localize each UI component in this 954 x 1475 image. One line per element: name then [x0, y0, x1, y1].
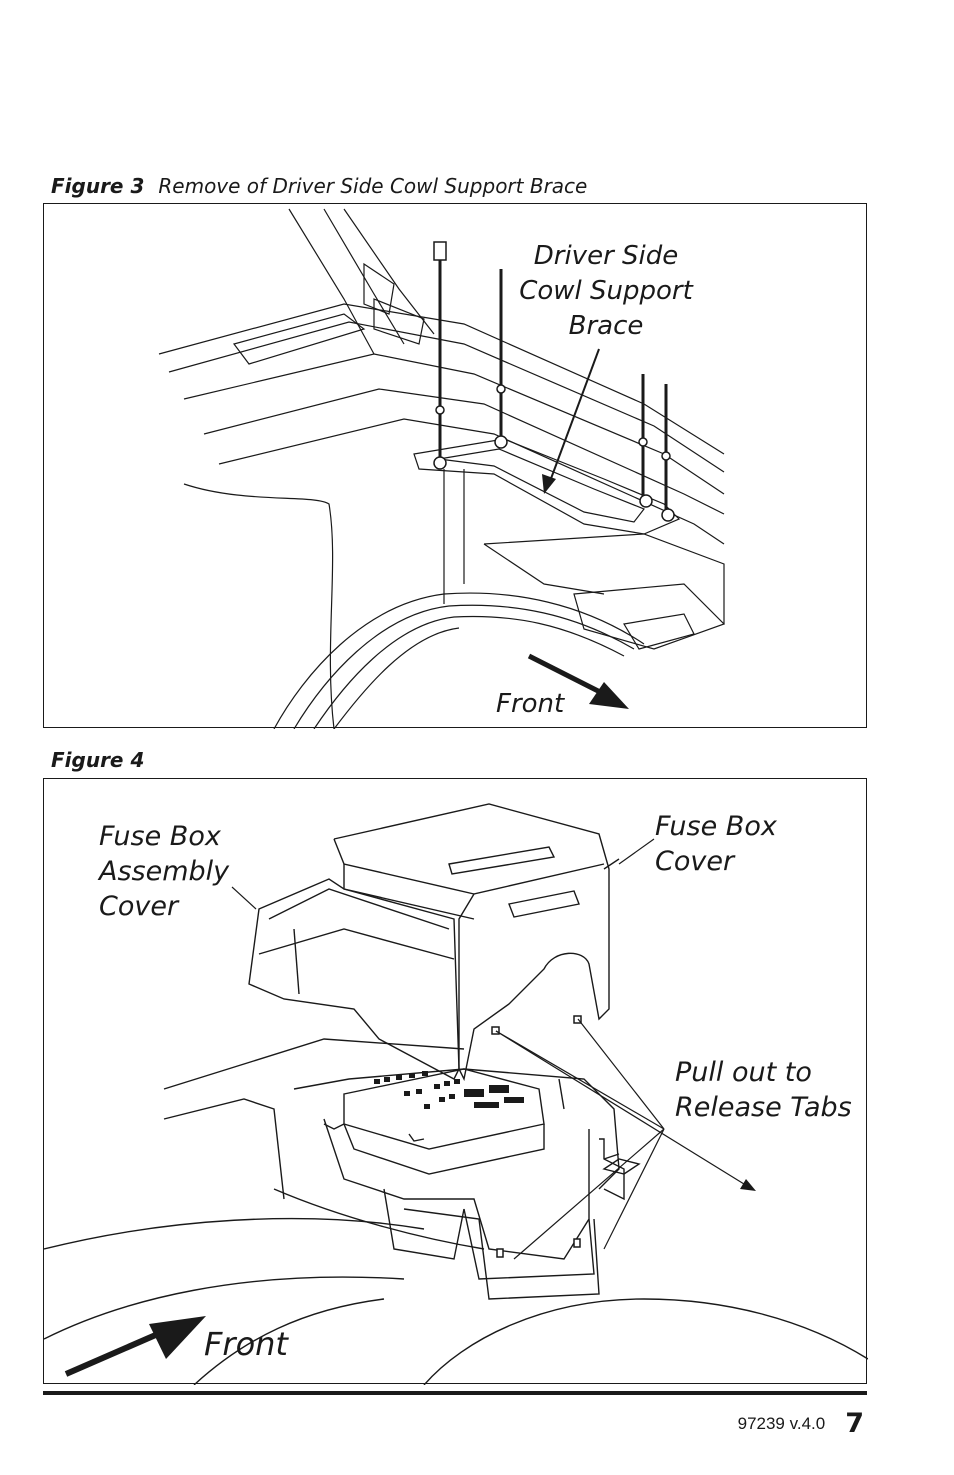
fuse-box-drawing: Fuse Box Assembly Cover Fuse Box Cover P…	[44, 803, 868, 1385]
front-label-fig3: Front	[496, 689, 565, 719]
fuse-box-cover-label-line2: Cover	[655, 846, 736, 877]
figure-3-caption: Figure 3 Remove of Driver Side Cowl Suppo…	[51, 174, 587, 198]
figure-3-title: Remove of Driver Side Cowl Support Brace	[158, 174, 588, 198]
footer-rule	[43, 1391, 867, 1395]
fuse-box-cover-label-line1: Fuse Box	[655, 811, 778, 842]
release-tabs-label-line1: Pull out to	[675, 1057, 812, 1088]
page-number: 7	[845, 1408, 864, 1439]
brace-label-line3: Brace	[569, 311, 644, 341]
figure-4-illustration: Fuse Box Assembly Cover Fuse Box Cover P…	[43, 778, 868, 1385]
figure-4-caption: Figure 4	[51, 748, 158, 772]
figure-3-illustration: Driver Side Cowl Support Brace Front	[43, 203, 867, 729]
brace-label-line2: Cowl Support	[519, 276, 693, 306]
front-label-fig4: Front	[204, 1325, 289, 1363]
figure-3-number: Figure 3	[51, 174, 145, 198]
figure-4-number: Figure 4	[51, 748, 145, 772]
assembly-cover-label-line2: Assembly	[97, 856, 230, 887]
assembly-cover-label-line1: Fuse Box	[99, 821, 222, 852]
assembly-cover-label-line3: Cover	[99, 891, 180, 922]
brace-label-line1: Driver Side	[534, 241, 679, 271]
doc-version: 97239 v.4.0	[737, 1414, 826, 1433]
page-footer: 97239 v.4.0 7	[738, 1408, 864, 1439]
release-tabs-label-line2: Release Tabs	[675, 1092, 852, 1123]
cowl-brace-drawing: Driver Side Cowl Support Brace Front	[158, 208, 726, 729]
